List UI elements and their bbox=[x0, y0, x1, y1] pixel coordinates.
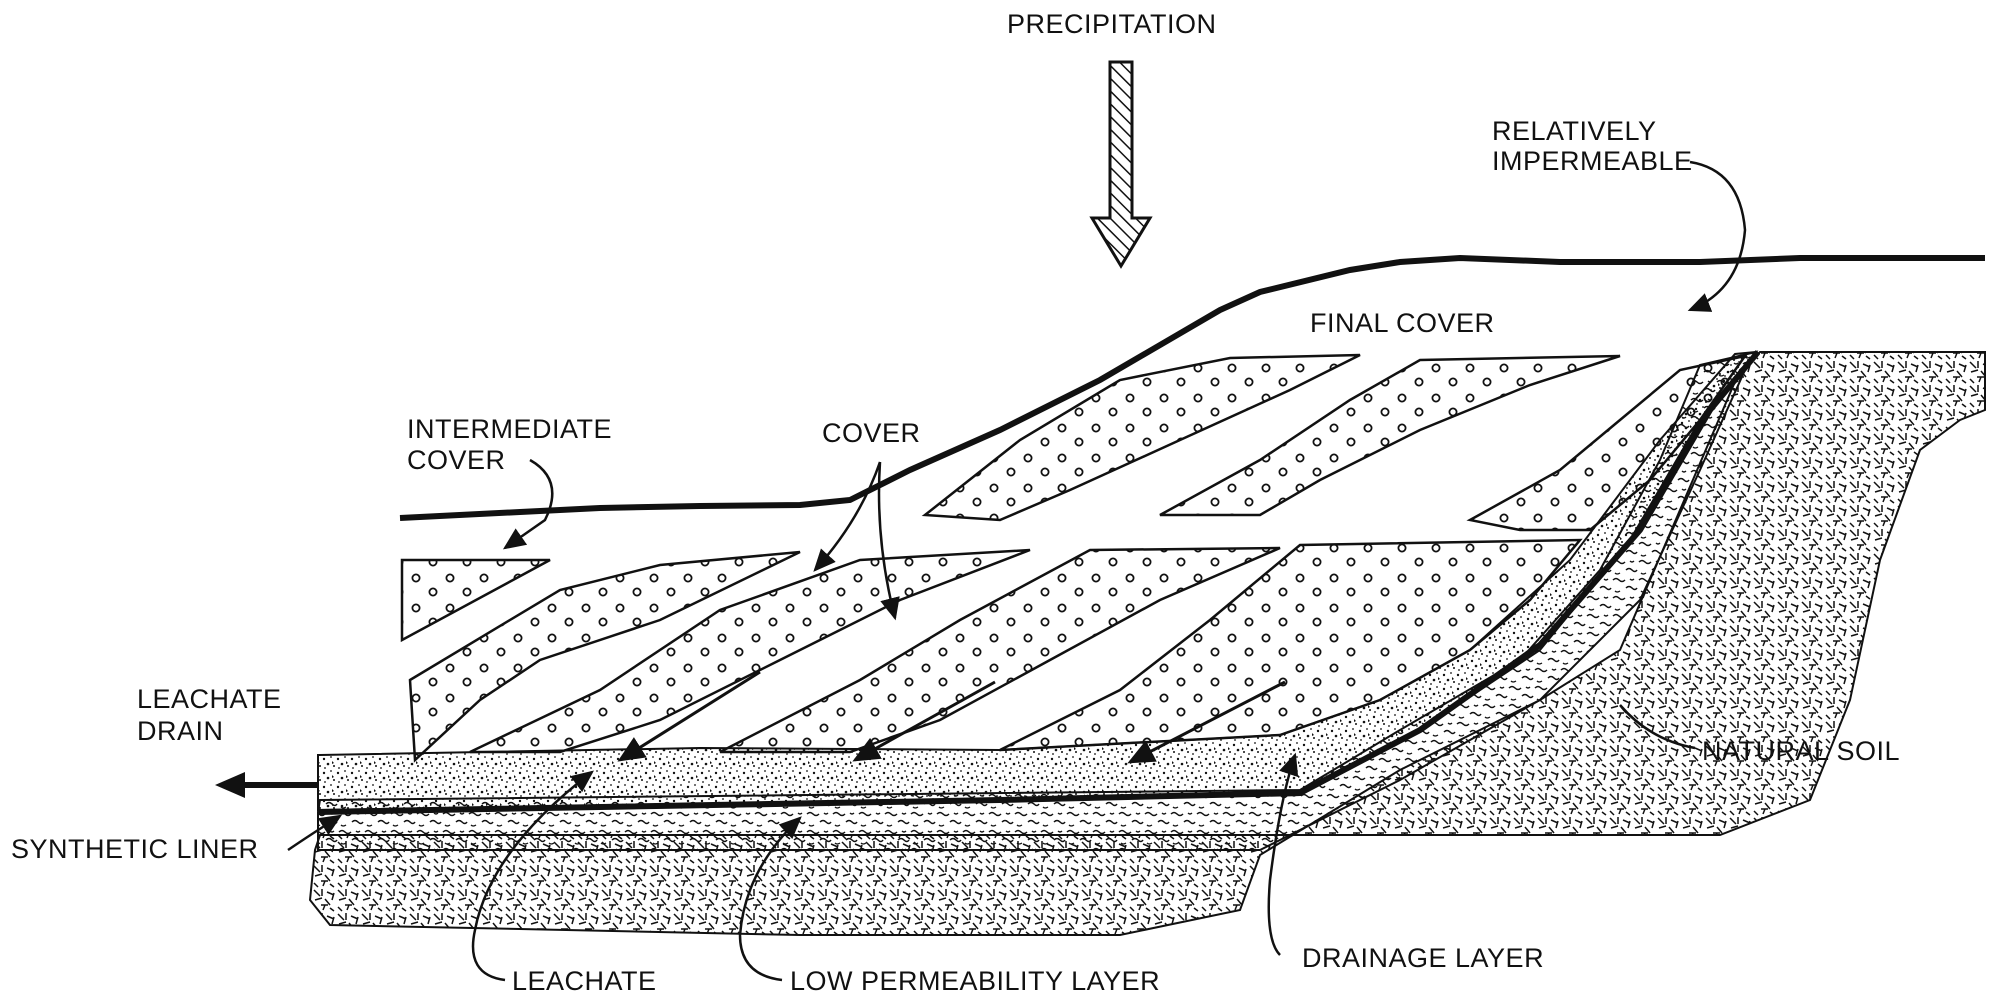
cover-leader-a bbox=[815, 462, 880, 570]
label-synthetic-liner: SYNTHETIC LINER bbox=[11, 834, 259, 864]
label-natural-soil: NATURAL SOIL bbox=[1702, 736, 1900, 766]
precipitation-arrow bbox=[1092, 62, 1150, 266]
relatively-impermeable-leader bbox=[1690, 162, 1745, 310]
label-relatively-impermeable-line1: RELATIVELY bbox=[1492, 116, 1657, 146]
label-leachate-drain-line2: DRAIN bbox=[137, 716, 224, 746]
label-intermediate-cover-line2: COVER bbox=[407, 445, 506, 475]
label-leachate-drain-line1: LEACHATE bbox=[137, 684, 282, 714]
leachate-drain-arrow bbox=[215, 772, 318, 798]
label-drainage-layer: DRAINAGE LAYER bbox=[1302, 943, 1544, 973]
label-intermediate-cover-line1: INTERMEDIATE bbox=[407, 414, 612, 444]
label-low-permeability-layer: LOW PERMEABILITY LAYER bbox=[790, 966, 1160, 995]
intermediate-cover-leader bbox=[505, 460, 552, 548]
label-leachate: LEACHATE bbox=[512, 966, 657, 995]
label-precipitation: PRECIPITATION bbox=[1007, 9, 1217, 39]
label-relatively-impermeable-line2: IMPERMEABLE bbox=[1492, 146, 1693, 176]
label-cover: COVER bbox=[822, 418, 921, 448]
label-final-cover: FINAL COVER bbox=[1310, 308, 1495, 338]
